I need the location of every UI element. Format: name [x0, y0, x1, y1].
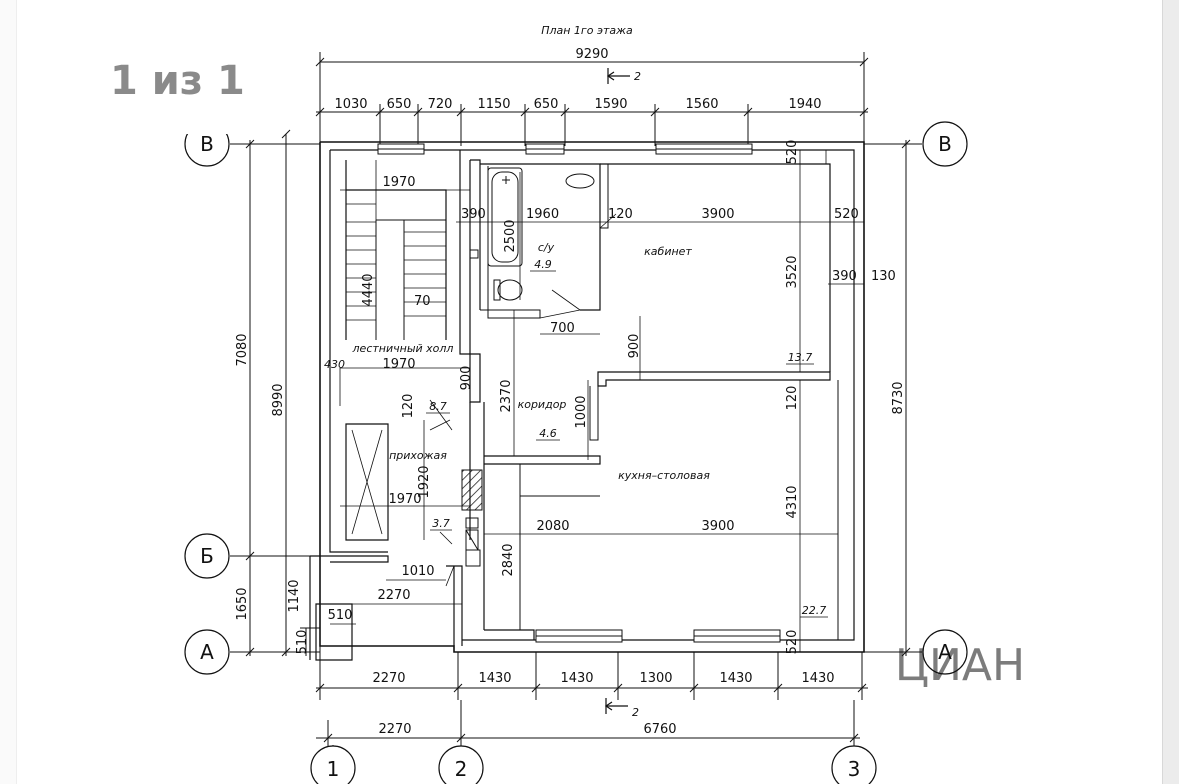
- dim-2270: 2270: [377, 588, 410, 603]
- dim-2080: 2080: [536, 519, 569, 534]
- bathtub-fixture: [487, 167, 523, 267]
- axis-label-2: 2: [455, 757, 468, 781]
- dim-520a: 520: [834, 207, 859, 222]
- dim-520c: 520: [785, 630, 800, 655]
- axis-label-b: Б: [200, 544, 214, 568]
- room-corridor-name: коридор: [518, 398, 567, 411]
- dim-overall-left-1650: 1650: [235, 587, 250, 620]
- dim-1140: 1140: [287, 579, 302, 612]
- viewer-scrollbar[interactable]: [1162, 0, 1179, 784]
- dim-1010: 1010: [401, 564, 434, 579]
- room-office-area: 13.7: [788, 351, 813, 364]
- dim-overall-bottom-left: 2270: [378, 722, 411, 737]
- dim-top-2: 650: [387, 97, 412, 112]
- dim-3900a: 3900: [701, 207, 734, 222]
- dim-2500: 2500: [503, 219, 518, 252]
- dim-top-4: 1150: [477, 97, 510, 112]
- viewer-left-edge: [0, 0, 17, 784]
- dim-top-1: 1030: [334, 97, 367, 112]
- dim-510a: 510: [328, 608, 353, 623]
- dim-bottom-2: 1430: [478, 671, 511, 686]
- axis-label-a-right: А: [938, 640, 952, 664]
- dim-bottom-5: 1430: [719, 671, 752, 686]
- windows: [377, 143, 781, 643]
- axis-bubble-crop: [180, 110, 240, 134]
- axis-label-3: 3: [848, 757, 861, 781]
- plan-title: План 1го этажа: [541, 24, 633, 37]
- dim-bottom-4: 1300: [639, 671, 672, 686]
- dim-1000: 1000: [574, 395, 589, 428]
- dim-stair-length: 4440: [361, 273, 376, 306]
- dim-top-3: 720: [428, 97, 453, 112]
- dim-120b: 120: [401, 394, 416, 419]
- chimney-hatch: [461, 469, 483, 511]
- dim-700: 700: [550, 321, 575, 336]
- dim-390b: 390: [832, 269, 857, 284]
- dim-bottom-3: 1430: [560, 671, 593, 686]
- dim-top-6: 1590: [594, 97, 627, 112]
- room-entrance-name: прихожая: [389, 449, 447, 462]
- dim-3520: 3520: [785, 255, 800, 288]
- dimension-lines: [230, 52, 922, 750]
- dim-390a: 390: [461, 207, 486, 222]
- dim-2840: 2840: [501, 543, 516, 576]
- axis-label-v-left: В: [200, 132, 214, 156]
- dim-overall-left-7080: 7080: [235, 333, 250, 366]
- dim-430: 430: [324, 358, 345, 371]
- dim-120a: 120: [608, 207, 633, 222]
- dim-overall-top: 9290: [575, 47, 608, 62]
- dim-bottom-6: 1430: [801, 671, 834, 686]
- axis-label-a-left: А: [200, 640, 214, 664]
- dim-900a: 900: [627, 334, 642, 359]
- dim-510b: 510: [295, 630, 310, 655]
- dim-1920: 1920: [417, 465, 432, 498]
- dim-top-5: 650: [534, 97, 559, 112]
- sink-fixture: [565, 173, 595, 189]
- room-kitchen-name: кухня–столовая: [618, 469, 710, 482]
- room-bath-name: с/у: [538, 241, 555, 254]
- dim-top-7: 1560: [685, 97, 718, 112]
- dim-overall-left-8990: 8990: [271, 383, 286, 416]
- dim-4310: 4310: [785, 485, 800, 518]
- area-underlines: [426, 270, 828, 618]
- room-stair-hall-name: лестничный холл: [352, 342, 454, 355]
- dim-entrance-width: 1970: [388, 492, 421, 507]
- dim-stair-width-1: 1970: [382, 175, 415, 190]
- walls: [309, 141, 865, 661]
- room-entrance-area: 3.7: [432, 517, 450, 530]
- axis-label-1: 1: [327, 757, 340, 781]
- dim-2370: 2370: [499, 379, 514, 412]
- room-office-name: кабинет: [644, 245, 692, 258]
- fixtures: [461, 167, 595, 567]
- dim-overall-right: 8730: [891, 381, 906, 414]
- stair-steps: [346, 203, 446, 321]
- dim-900b: 900: [459, 366, 474, 391]
- section-marks: [604, 68, 630, 714]
- axis-label-v-right: В: [938, 132, 952, 156]
- dim-overall-bottom: 6760: [643, 722, 676, 737]
- room-corridor-area: 4.6: [539, 427, 557, 440]
- dim-1960: 1960: [526, 207, 559, 222]
- dim-120c: 120: [785, 386, 800, 411]
- section-mark-top: 2: [634, 70, 641, 83]
- dim-130: 130: [871, 269, 896, 284]
- inner-dimension-lines: [330, 150, 864, 652]
- room-kitchen-area: 22.7: [802, 604, 827, 617]
- room-bath-area: 4.9: [534, 258, 552, 271]
- section-mark-bottom: 2: [632, 706, 639, 719]
- room-stair-hall-area: 8.7: [429, 400, 447, 413]
- dim-3900b: 3900: [701, 519, 734, 534]
- watermark-logo: ЦИАН: [895, 640, 1025, 691]
- dim-top-8: 1940: [788, 97, 821, 112]
- dim-520b: 520: [785, 140, 800, 165]
- toilet-fixture: [497, 279, 523, 301]
- dim-stair-width-2: 1970: [382, 357, 415, 372]
- dim-bottom-1: 2270: [372, 671, 405, 686]
- dim-70: 70: [414, 294, 431, 309]
- page-counter: 1 из 1: [110, 58, 245, 104]
